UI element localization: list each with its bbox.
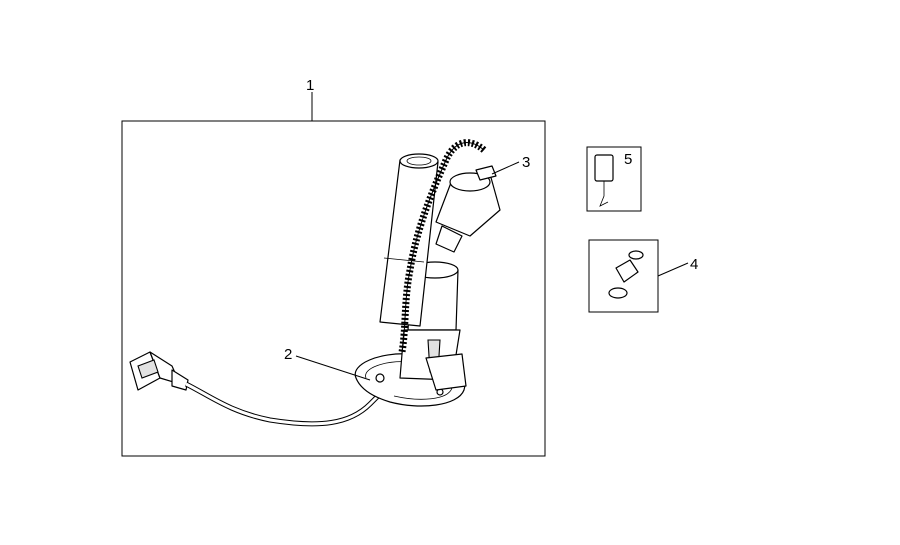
fuel-filter [435, 165, 501, 253]
wiring-harness-cable-inner [185, 382, 380, 426]
item-5-frame [586, 146, 642, 212]
callout-2: 2 [284, 346, 292, 363]
leader-line-4 [657, 262, 689, 277]
callout-4: 4 [690, 256, 698, 273]
leader-line-2 [295, 355, 371, 381]
callout-5: 5 [624, 151, 632, 168]
callout-3: 3 [522, 154, 530, 171]
electrical-connector-plug [129, 351, 189, 391]
fuel-sender-tube [379, 153, 439, 327]
fuel-pump-body [399, 261, 467, 391]
item-4-hose-clamp-set [608, 250, 644, 299]
corrugated-fuel-hose-edge [401, 142, 485, 353]
callout-1: 1 [306, 77, 314, 94]
item-5-part [594, 154, 614, 207]
main-assembly-frame [121, 120, 546, 457]
leader-line-3 [491, 161, 520, 175]
